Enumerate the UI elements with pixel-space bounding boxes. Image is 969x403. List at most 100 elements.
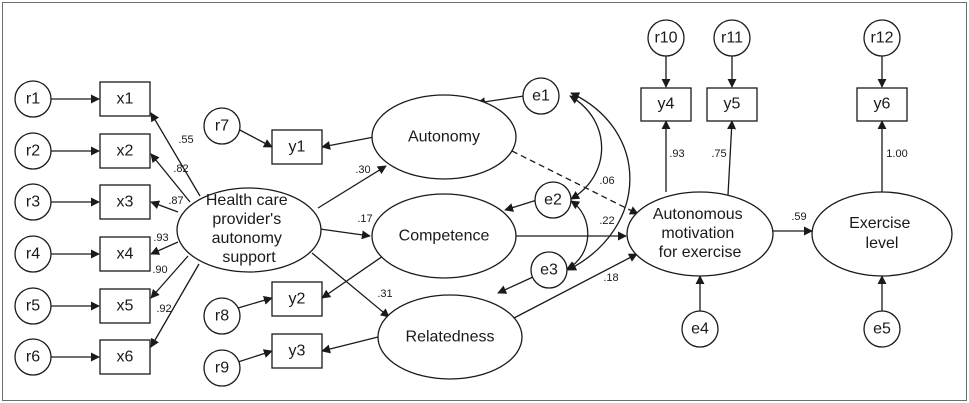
error-e2: [534, 181, 572, 219]
indicator-y5: [706, 87, 758, 122]
indicator-x6: [99, 339, 151, 375]
error-e3: [530, 251, 568, 289]
coef-support-competence: .17: [357, 213, 372, 225]
path-e3-relatedness: [497, 276, 534, 294]
coef-motivation-y4: .93: [669, 148, 684, 160]
residual-r4: [14, 235, 52, 273]
latent-autonomy: [371, 94, 517, 180]
indicator-y4-label: y4: [658, 96, 675, 113]
latent-motivation: [626, 191, 774, 277]
coef-support-x5: .90: [152, 264, 167, 276]
coef-exercise-y6: 1.00: [886, 148, 907, 160]
indicator-x1-label: x1: [117, 91, 134, 108]
latent-motivation-line-3: for exercise: [659, 244, 742, 261]
residual-r10-label: r10: [654, 30, 677, 47]
latent-motivation-line-2: motivation: [661, 225, 734, 242]
residual-r11-label: r11: [721, 30, 743, 47]
latent-support-line-3: autonomy: [212, 230, 282, 247]
coef-support-x6: .92: [156, 303, 171, 315]
path-support-competence: [319, 228, 371, 240]
latent-autonomy-label: Autonomy: [408, 129, 480, 146]
coef-autonomy-motivation: .06: [599, 175, 614, 187]
latent-competence: [371, 193, 517, 279]
error-e5: [863, 310, 901, 348]
residual-r1: [14, 80, 52, 118]
correlation-e1-e3: [567, 92, 631, 271]
error-e4-label: e4: [691, 321, 709, 338]
error-e3-label: e3: [540, 262, 558, 279]
coef-support-x1: .55: [178, 134, 193, 146]
path-e2-competence: [504, 199, 538, 212]
coef-motivation-exercise: .59: [791, 211, 806, 223]
error-e1: [522, 77, 560, 115]
indicator-x2: [99, 133, 151, 169]
error-e5-label: e5: [873, 321, 891, 338]
latent-support-label: Health care provider's autonomy support: [206, 192, 292, 266]
error-e4: [681, 310, 719, 348]
residual-r9: [203, 349, 241, 387]
residual-r5-label: r5: [26, 298, 40, 315]
indicator-y6: [856, 87, 908, 122]
residual-r4-label: r4: [26, 246, 40, 263]
indicator-y2-label: y2: [289, 291, 306, 308]
path-support-x2: [150, 153, 191, 203]
residual-r10: [647, 19, 685, 57]
latent-competence-label: Competence: [399, 228, 490, 245]
latent-relatedness-label: Relatedness: [406, 329, 495, 346]
residual-r6-label: r6: [26, 349, 40, 366]
residual-r1-label: r1: [26, 91, 40, 108]
latent-exercise-line-1: Exercise: [849, 215, 910, 232]
coef-support-x3: .87: [168, 195, 183, 207]
coef-competence-motivation: .22: [599, 215, 614, 227]
latent-support-line-1: Health care: [206, 192, 288, 209]
residual-r8-label: r8: [215, 308, 229, 325]
indicator-x4: [99, 236, 151, 272]
latent-exercise-line-2: level: [866, 235, 899, 252]
coef-support-relatedness: .31: [377, 288, 392, 300]
path-r8-y2: [237, 295, 273, 309]
residual-r7: [203, 107, 241, 145]
residual-r12-label: r12: [870, 30, 893, 47]
paths: [51, 56, 887, 363]
path-support-x6: [150, 263, 200, 348]
residual-r2: [14, 132, 52, 170]
path-support-x4: [150, 241, 179, 255]
indicator-x5: [99, 288, 151, 324]
error-e1-label: e1: [532, 88, 550, 105]
residual-r8: [203, 297, 241, 335]
coef-relatedness-motivation: .18: [603, 272, 618, 284]
latent-exercise-label: Exercise level: [849, 215, 915, 252]
path-autonomy-motivation: [511, 150, 639, 215]
latent-support: [176, 187, 322, 273]
path-support-x3: [150, 200, 179, 213]
path-support-autonomy: [317, 165, 387, 209]
indicator-x4-label: x4: [117, 246, 134, 263]
indicator-x2-label: x2: [117, 143, 134, 160]
indicator-y1: [271, 129, 323, 165]
indicator-y3-label: y3: [289, 343, 306, 360]
latent-motivation-line-1: Autonomous: [653, 206, 743, 223]
path-relatedness-motivation: [513, 253, 638, 319]
path-motivation-y5: [727, 120, 737, 196]
residual-r5: [14, 287, 52, 325]
residual-r7-label: r7: [215, 118, 229, 135]
path-support-relatedness: [311, 252, 390, 318]
residual-r12: [863, 19, 901, 57]
path-r9-y3: [237, 349, 273, 363]
latent-support-line-4: support: [222, 249, 276, 266]
coef-support-x4: .93: [153, 232, 168, 244]
indicator-x6-label: x6: [117, 349, 134, 366]
residual-r3: [14, 183, 52, 221]
path-autonomy-y1: [321, 136, 375, 150]
path-relatedness-y3: [321, 336, 379, 354]
residual-r2-label: r2: [26, 143, 40, 160]
indicator-y2: [271, 281, 323, 317]
correlation-e2-e3: [566, 200, 589, 270]
residual-r6: [14, 338, 52, 376]
path-competence-y2: [321, 255, 384, 299]
indicator-x3-label: x3: [117, 194, 134, 211]
indicator-x3: [99, 184, 151, 220]
residual-r3-label: r3: [26, 194, 40, 211]
